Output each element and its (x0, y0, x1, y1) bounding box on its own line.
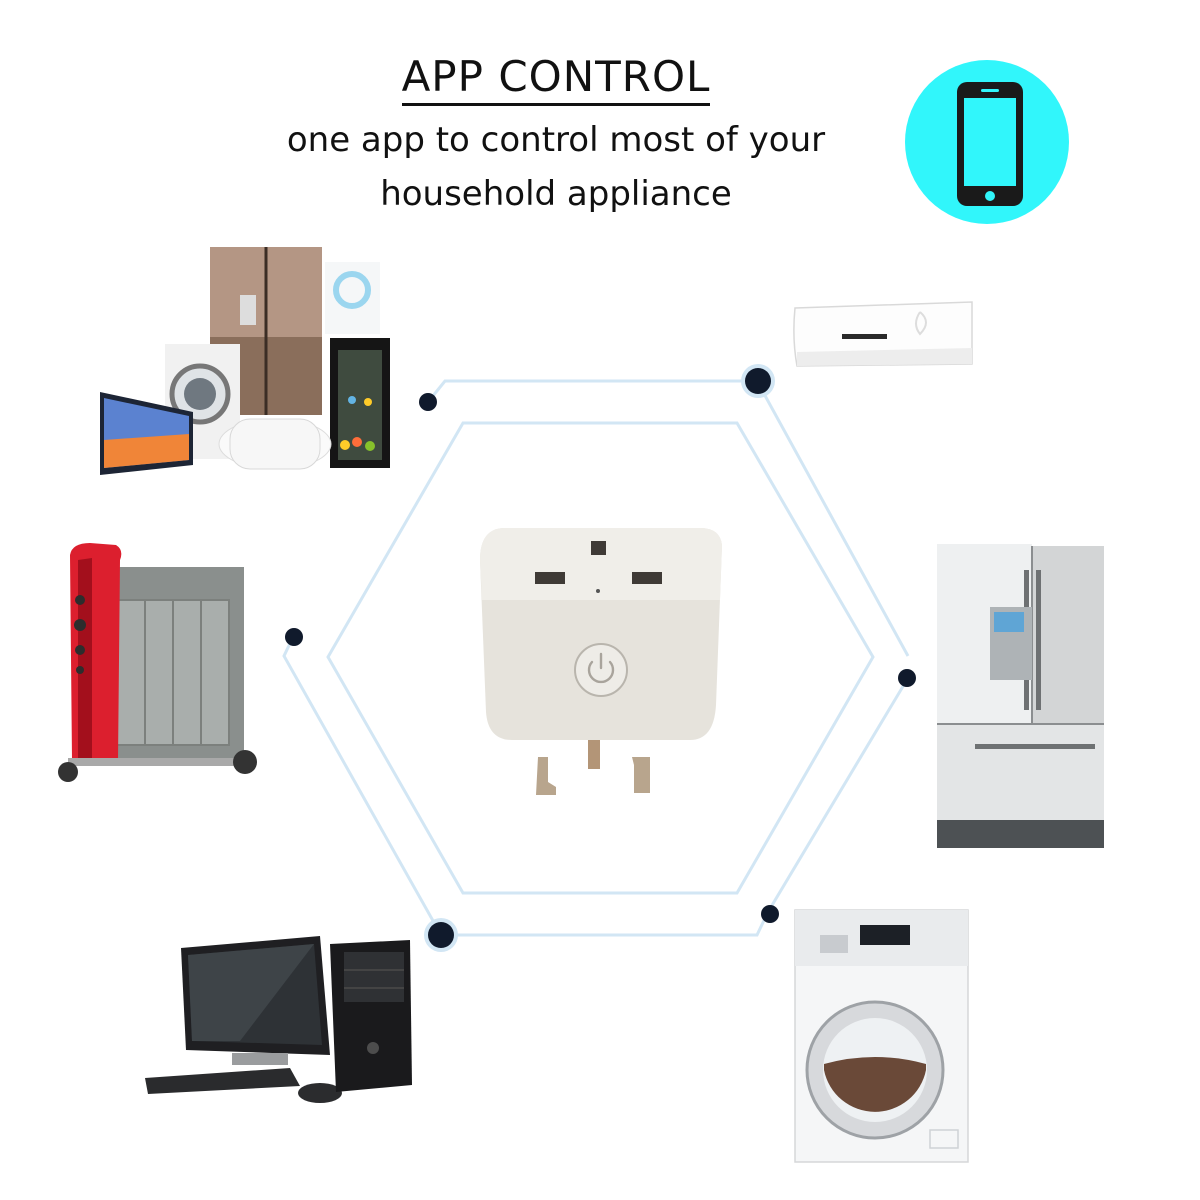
connector-lines (282, 379, 910, 937)
node-dot (898, 669, 916, 687)
smart-plug (480, 528, 722, 795)
page-title: APP CONTROL (0, 52, 1112, 106)
smartphone-icon (957, 82, 1023, 206)
lower-connector (282, 636, 910, 937)
app-badge (905, 60, 1069, 224)
node-dots (285, 364, 916, 952)
power-icon (587, 652, 615, 684)
node-dot (745, 368, 771, 394)
refrigerator (937, 544, 1104, 848)
air-conditioner (793, 301, 973, 367)
node-dot (285, 628, 303, 646)
subtitle-line-2: household appliance (380, 174, 732, 214)
appliance-bundle (100, 247, 390, 475)
oil-radiator-heater (58, 543, 257, 782)
inner-hexagon (326, 421, 875, 895)
node-dot (428, 922, 454, 948)
node-dot (761, 905, 779, 923)
upper-connector (426, 379, 910, 657)
desktop-computer (145, 936, 412, 1103)
subtitle-line-1: one app to control most of your (286, 120, 826, 160)
washing-machine (794, 909, 969, 1163)
node-dot (419, 393, 437, 411)
